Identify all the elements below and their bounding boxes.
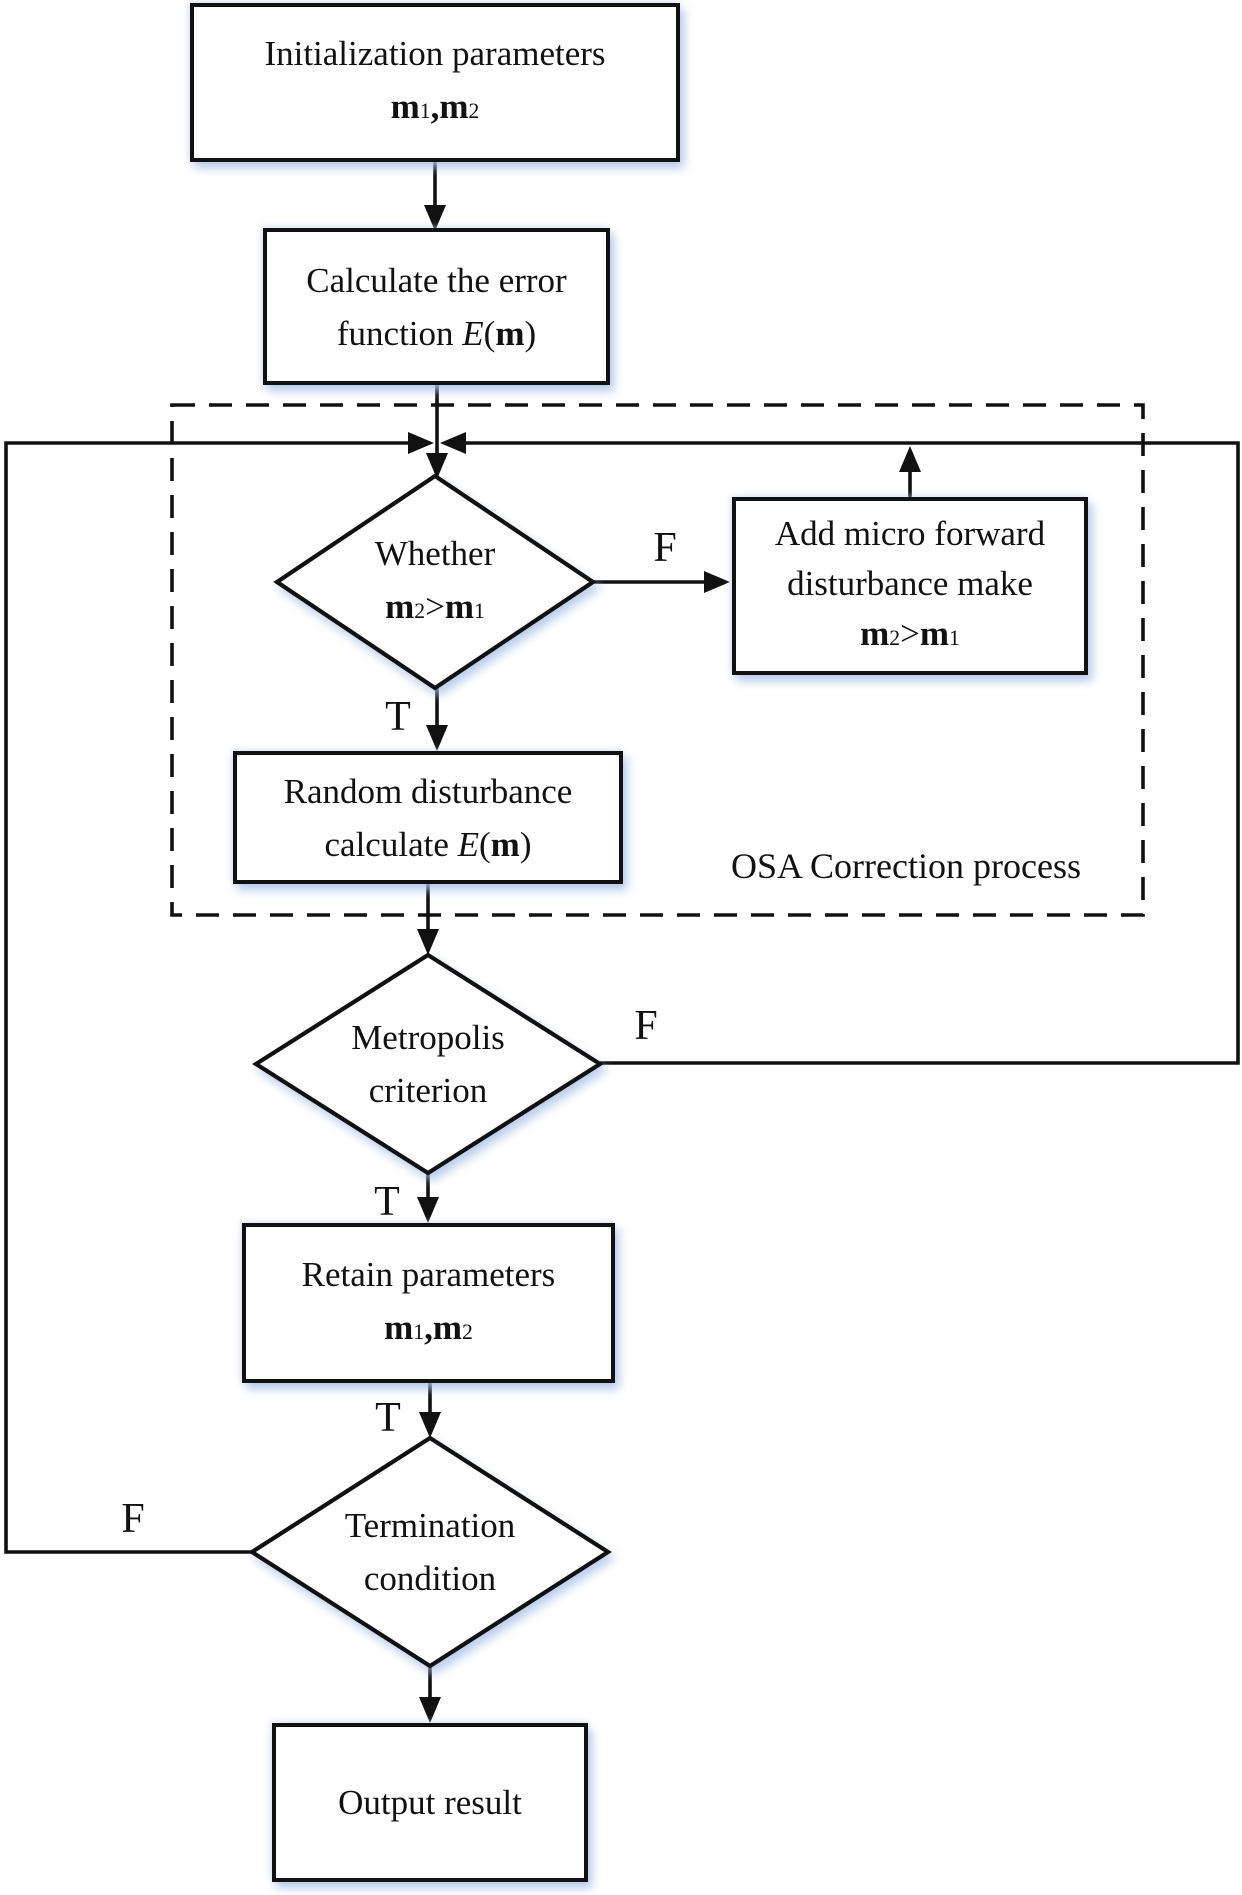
- osa-region-label: OSA Correction process: [731, 846, 1081, 886]
- param-m1-sub: 1: [949, 626, 960, 650]
- param-m1-base: m: [390, 87, 420, 126]
- param-m1-base: m: [444, 586, 475, 626]
- node-random-disturbance: Random disturbance calculate E(m): [233, 751, 623, 884]
- initialization-label: Initialization parameters: [264, 34, 606, 73]
- retain-params: m1,m2: [384, 1301, 473, 1359]
- paren-close: ): [519, 824, 532, 864]
- whether-diamond-text: Whether m2>m1: [335, 518, 535, 646]
- paren-open: (: [483, 313, 496, 353]
- random-calculate-text: calculate: [324, 824, 458, 864]
- edge-termination-false-loop: [4, 441, 410, 1554]
- addmicro-line1: Add micro forward: [774, 514, 1046, 553]
- node-calculate-error: Calculate the error function E(m): [263, 228, 610, 385]
- whether-line1: Whether: [374, 533, 496, 573]
- metropolis-line2: criterion: [368, 1071, 488, 1110]
- termination-line2: condition: [363, 1559, 497, 1598]
- param-m1-sub: 1: [419, 99, 431, 123]
- termination-line1: Termination: [344, 1506, 516, 1545]
- addmicro-condition: m2>m1: [860, 609, 960, 663]
- termination-diamond-shape: [248, 1435, 612, 1669]
- random-line1: Random disturbance: [283, 771, 573, 811]
- error-function-symbol: E: [457, 824, 480, 864]
- random-line2: calculate E(m): [325, 818, 532, 871]
- label-termination-false: F: [121, 1496, 145, 1542]
- metropolis-diamond-shape: [252, 952, 604, 1176]
- whether-diamond-shape: [273, 473, 597, 691]
- calc-line1: Calculate the error: [306, 260, 567, 300]
- osa-dashed-region: [170, 403, 1145, 917]
- arrowhead-random-metropolis: [417, 929, 439, 955]
- greater-than: >: [425, 586, 445, 626]
- node-initialization: Initialization parameters m1,m2: [190, 3, 680, 162]
- arrowhead-termination-output: [419, 1697, 441, 1723]
- decision-diamonds: [248, 473, 612, 1669]
- error-function-symbol: E: [462, 313, 484, 353]
- param-m1-base: m: [919, 614, 950, 653]
- arrowhead-metropolis-true: [417, 1197, 439, 1223]
- termination-diamond-text: Termination condition: [310, 1488, 550, 1616]
- label-whether-true: T: [385, 694, 411, 740]
- greater-than: >: [900, 614, 920, 653]
- param-separator: ,: [424, 1307, 433, 1347]
- arrowhead-left-loop-junction: [408, 432, 434, 454]
- arrowheads: [408, 205, 921, 1723]
- model-vector-symbol: m: [495, 313, 525, 353]
- output-label: Output result: [338, 1783, 522, 1822]
- arrowhead-whether-true: [426, 725, 448, 751]
- param-m2-sub: 2: [414, 598, 426, 623]
- label-metropolis-false: F: [634, 1003, 658, 1049]
- arrowhead-init-calc: [424, 205, 446, 231]
- model-vector-symbol: m: [490, 824, 520, 864]
- initialization-params: m1,m2: [391, 80, 480, 138]
- arrowhead-addmicro-up: [899, 446, 921, 472]
- arrowhead-retain-termination: [419, 1412, 441, 1438]
- calc-line2: function E(m): [337, 307, 536, 360]
- paren-close: ): [524, 313, 537, 353]
- node-output-result: Output result: [272, 1723, 588, 1882]
- edge-metropolis-false-loop: [464, 441, 1240, 1065]
- param-m2-base: m: [439, 87, 469, 126]
- param-m2-sub: 2: [468, 99, 480, 123]
- param-m1-sub: 1: [413, 1319, 425, 1344]
- connector-lines: [4, 162, 1240, 1716]
- label-whether-false: F: [653, 525, 677, 571]
- paren-open: (: [479, 824, 491, 864]
- param-m2-base: m: [432, 1307, 463, 1347]
- param-m2-base: m: [860, 614, 890, 653]
- param-m2-base: m: [385, 586, 415, 626]
- metropolis-diamond-text: Metropolis criterion: [308, 1000, 548, 1128]
- arrowhead-right-loop-junction: [440, 432, 466, 454]
- param-m1-sub: 1: [474, 598, 485, 623]
- arrowhead-calc-whether: [426, 453, 448, 479]
- param-separator: ,: [430, 87, 440, 126]
- whether-condition: m2>m1: [385, 580, 485, 638]
- label-metropolis-true: T: [374, 1179, 400, 1225]
- param-m1-base: m: [384, 1307, 414, 1347]
- calc-function-text: function: [336, 313, 463, 353]
- param-m2-sub: 2: [462, 1319, 473, 1344]
- node-add-micro-disturbance: Add micro forward disturbance make m2>m1: [732, 497, 1088, 675]
- retain-line1: Retain parameters: [301, 1254, 556, 1294]
- param-m2-sub: 2: [889, 626, 901, 650]
- addmicro-line2: disturbance make: [787, 564, 1033, 603]
- node-retain-parameters: Retain parameters m1,m2: [242, 1223, 615, 1383]
- label-retain-true: T: [375, 1395, 401, 1441]
- metropolis-line1: Metropolis: [351, 1018, 505, 1057]
- arrowhead-whether-false: [704, 571, 730, 593]
